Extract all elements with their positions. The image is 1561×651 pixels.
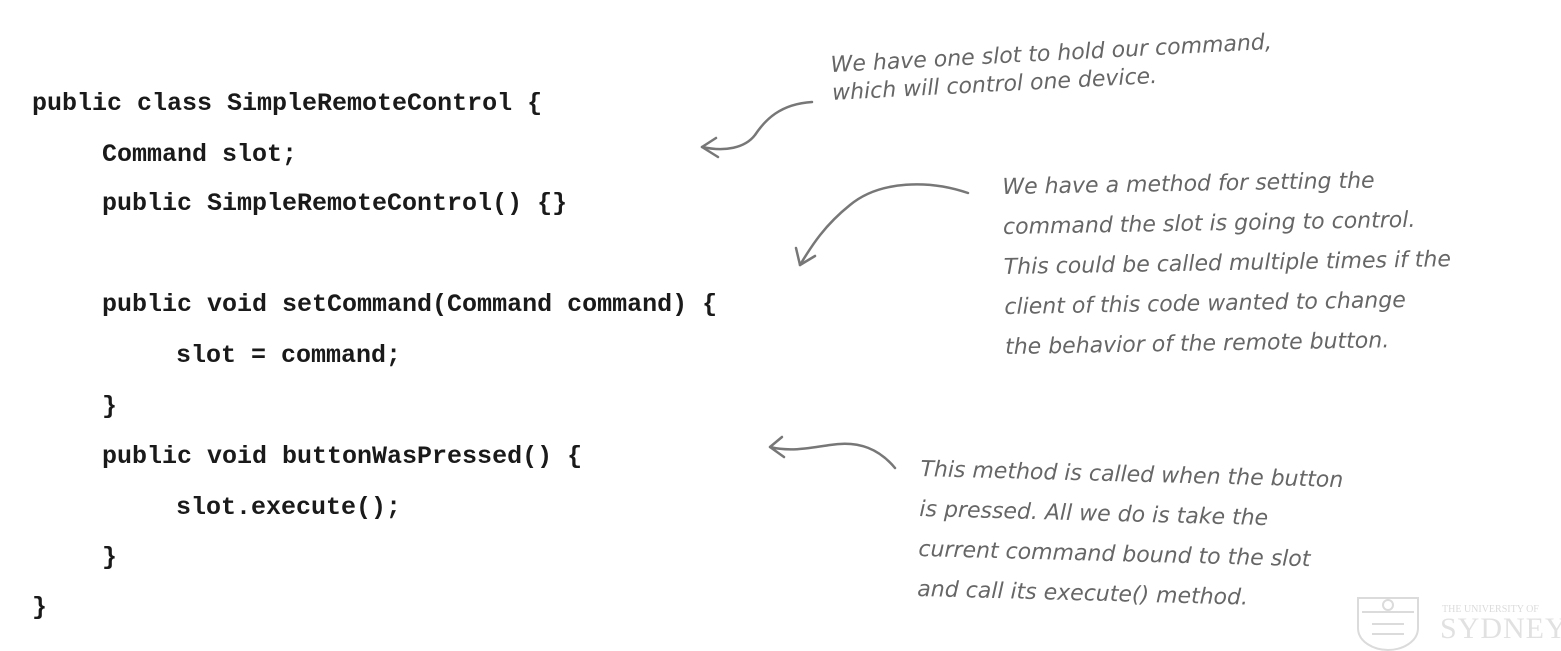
crest-icon <box>1357 597 1419 651</box>
code-line-close-button-was-pressed: } <box>102 543 118 572</box>
code-line-close-set-command: } <box>102 392 118 421</box>
setter-arrow <box>798 183 970 267</box>
code-line-constructor: public SimpleRemoteControl() {} <box>102 189 568 218</box>
annotation-setter-line: the behavior of the remote button. <box>1004 328 1390 360</box>
slot-arrow-head <box>700 136 720 159</box>
setter-arrow-head <box>794 246 817 267</box>
university-watermark: THE UNIVERSITY OF SYDNEY <box>1352 594 1561 651</box>
code-line-slot-assign: slot = command; <box>176 341 402 370</box>
code-line-slot-field: Command slot; <box>102 140 298 169</box>
code-line-close-class: } <box>32 593 48 622</box>
annotation-slot: We have one slot to hold our command, wh… <box>830 29 1274 108</box>
code-line-class-declaration: public class SimpleRemoteControl { <box>32 89 543 118</box>
pressed-arrow-head <box>768 435 786 459</box>
code-line-button-was-pressed: public void buttonWasPressed() { <box>102 442 583 471</box>
annotation-setter: We have a method for setting the command… <box>1002 160 1453 368</box>
watermark-line2: SYDNEY <box>1440 612 1561 645</box>
slot-arrow <box>700 100 814 151</box>
watermark-line1: THE UNIVERSITY OF <box>1442 604 1539 615</box>
code-line-set-command: public void setCommand(Command command) … <box>102 290 718 319</box>
code-line-slot-execute: slot.execute(); <box>176 493 402 522</box>
annotation-pressed: This method is called when the button is… <box>917 450 1344 621</box>
pressed-arrow <box>768 442 897 470</box>
